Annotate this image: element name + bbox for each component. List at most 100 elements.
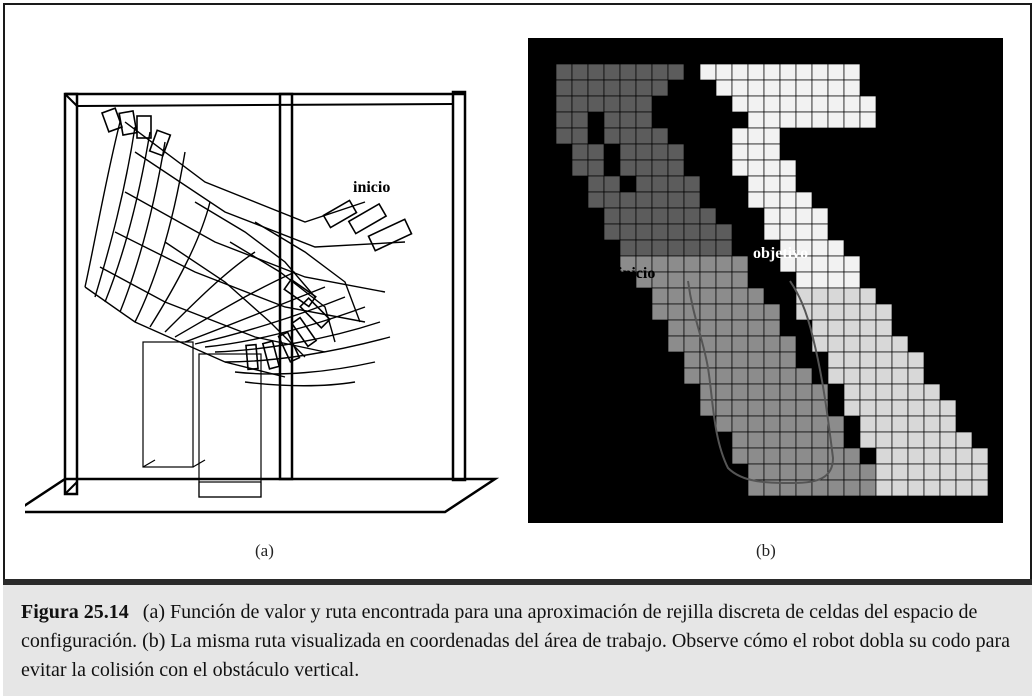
- grid-cell: [843, 447, 861, 465]
- grid-cell: [795, 191, 813, 209]
- grid-cell: [587, 175, 605, 193]
- grid-cell: [603, 95, 621, 113]
- grid-cell: [891, 447, 909, 465]
- grid-cell: [587, 79, 605, 97]
- grid-cell: [795, 271, 813, 289]
- grid-cell: [555, 127, 573, 145]
- grid-cell: [811, 255, 829, 273]
- grid-cell: [699, 239, 717, 257]
- grid-cell: [683, 351, 701, 369]
- grid-cell: [939, 431, 957, 449]
- grid-cell: [715, 399, 733, 417]
- grid-cell: [731, 367, 749, 385]
- grid-cell: [699, 255, 717, 273]
- grid-cell: [875, 447, 893, 465]
- grid-cell: [715, 63, 733, 81]
- grid-cell: [891, 351, 909, 369]
- grid-cell: [747, 191, 765, 209]
- grid-cell: [571, 127, 589, 145]
- grid-cell: [619, 95, 637, 113]
- grid-cell: [635, 127, 653, 145]
- grid-cell: [827, 367, 845, 385]
- grid-cell: [955, 431, 973, 449]
- grid-cell: [795, 63, 813, 81]
- grid-cell: [875, 415, 893, 433]
- grid-cell: [795, 95, 813, 113]
- grid-cell: [571, 143, 589, 161]
- grid-cell: [827, 319, 845, 337]
- grid-cell: [843, 319, 861, 337]
- grid-cell: [699, 207, 717, 225]
- grid-cell: [731, 383, 749, 401]
- grid-cell: [635, 63, 653, 81]
- grid-cell: [923, 431, 941, 449]
- grid-cell: [891, 367, 909, 385]
- grid-cell: [811, 111, 829, 129]
- grid-cell: [747, 351, 765, 369]
- grid-cell: [683, 255, 701, 273]
- grid-cell: [827, 287, 845, 305]
- grid-cell: [651, 191, 669, 209]
- grid-cell: [779, 159, 797, 177]
- grid-cell: [699, 271, 717, 289]
- grid-cell: [923, 479, 941, 497]
- grid-cell: [683, 207, 701, 225]
- grid-cell: [859, 319, 877, 337]
- grid-cell: [763, 383, 781, 401]
- grid-cell: [859, 351, 877, 369]
- grid-cell: [827, 479, 845, 497]
- back-frame-right: [451, 90, 467, 482]
- grid-cell: [667, 255, 685, 273]
- grid-cell: [827, 79, 845, 97]
- grid-cell: [875, 303, 893, 321]
- grid-cell: [859, 335, 877, 353]
- grid-cell: [891, 431, 909, 449]
- grid-cell: [603, 191, 621, 209]
- grid-cell: [763, 367, 781, 385]
- grid-cell: [843, 367, 861, 385]
- grid-cell: [859, 431, 877, 449]
- grid-cell: [763, 447, 781, 465]
- grid-cell: [731, 79, 749, 97]
- grid-cell: [955, 463, 973, 481]
- grid-cell: [603, 63, 621, 81]
- grid-cell: [747, 127, 765, 145]
- grid-cell: [683, 191, 701, 209]
- pillar-back: [142, 341, 194, 468]
- grid-cell: [619, 79, 637, 97]
- grid-cell: [683, 271, 701, 289]
- grid-cell: [571, 63, 589, 81]
- grid-cell: [619, 159, 637, 177]
- grid-cell: [939, 415, 957, 433]
- grid-cell: [795, 223, 813, 241]
- pillar-front: [198, 353, 262, 498]
- grid-cell: [891, 399, 909, 417]
- grid-cell: [955, 447, 973, 465]
- grid-cell: [571, 79, 589, 97]
- grid-cell: [907, 399, 925, 417]
- grid-cell: [667, 271, 685, 289]
- grid-cell: [875, 367, 893, 385]
- back-frame-left: [63, 92, 79, 496]
- grid-cell: [811, 447, 829, 465]
- grid-cell: [891, 415, 909, 433]
- grid-cell: [859, 95, 877, 113]
- grid-cell: [923, 415, 941, 433]
- grid-cell: [923, 463, 941, 481]
- grid-cell: [667, 287, 685, 305]
- grid-cell: [603, 223, 621, 241]
- grid-cell: [731, 159, 749, 177]
- grid-cell: [795, 79, 813, 97]
- grid-cell: [795, 367, 813, 385]
- grid-cell: [715, 415, 733, 433]
- grid-cell: [731, 415, 749, 433]
- grid-cell: [731, 143, 749, 161]
- grid-cell: [731, 303, 749, 321]
- grid-cell: [635, 175, 653, 193]
- grid-cell: [667, 239, 685, 257]
- grid-cell: [619, 63, 637, 81]
- grid-cell: [827, 239, 845, 257]
- grid-cell: [667, 159, 685, 177]
- grid-cell: [603, 111, 621, 129]
- grid-cell: [779, 415, 797, 433]
